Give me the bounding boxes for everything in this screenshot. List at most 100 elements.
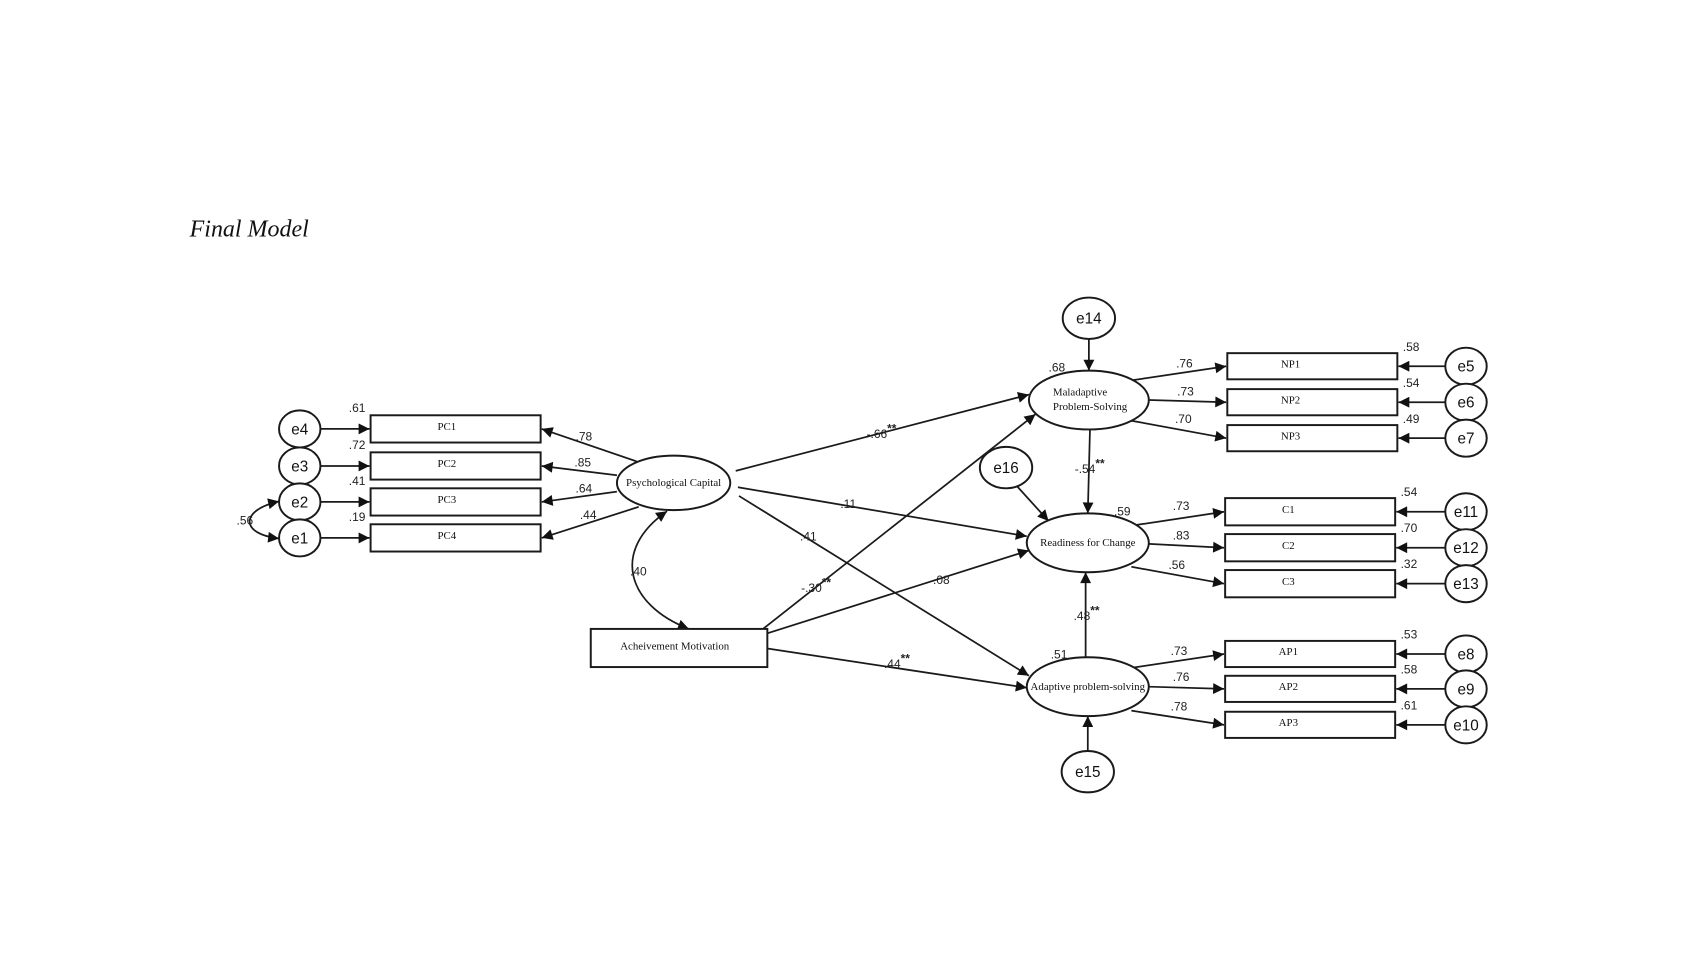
indicator-label-ap2: AP2 (1279, 681, 1298, 693)
r2-value-np2: .54 (1403, 376, 1420, 390)
r2-value-pc3: .41 (349, 474, 366, 488)
error-label-e2: e2 (291, 494, 308, 511)
r2-value-maladaptive: .68 (1049, 361, 1066, 375)
loading-value-c1: .73 (1173, 499, 1190, 513)
loading-value-np2: .73 (1177, 385, 1194, 399)
loading-edge-np1 (1131, 362, 1227, 382)
indicator-label-c2: C2 (1282, 540, 1295, 552)
error-label-e12: e12 (1453, 540, 1478, 557)
indicator-box-c1 (1224, 497, 1397, 527)
r2-value-readiness: .59 (1114, 505, 1131, 519)
indicator-box-c3 (1224, 569, 1397, 599)
edges-layer (248, 337, 1446, 751)
r2-value-adaptive: .51 (1051, 647, 1068, 661)
loading-edge-c1 (1133, 507, 1225, 527)
loading-edge-pc4 (541, 506, 639, 540)
path-achievement-to-adaptive (767, 647, 1027, 692)
observed-label-achievement-motivation: Acheivement Motivation (620, 641, 730, 653)
observed-achievement-motivation (589, 627, 769, 669)
error-label-e11: e11 (1454, 504, 1478, 521)
indicator-label-pc2: PC2 (438, 458, 457, 470)
indicator-box-np2 (1226, 388, 1399, 417)
path-coef-psychological-capital-to-adaptive-problem-solving: .41 (800, 530, 817, 544)
figure-title: Final Model (189, 217, 309, 243)
loading-value-np3: .70 (1175, 412, 1192, 426)
error-label-e1: e1 (291, 530, 308, 547)
loading-edge-c3 (1131, 565, 1225, 588)
loading-value-pc2: .85 (574, 456, 591, 470)
indicator-label-pc1: PC1 (438, 421, 457, 433)
loading-edge-pc1 (541, 427, 640, 463)
error-label-e10: e10 (1453, 717, 1478, 734)
loading-edge-c2 (1148, 541, 1225, 553)
loading-edge-ap3 (1131, 709, 1225, 729)
error-term-e13 (1444, 564, 1488, 604)
path-coef-psychological-capital-to-maladaptive-problem-solving: -.66** (867, 422, 897, 441)
r2-value-np1: .58 (1403, 340, 1420, 354)
path-coef-acheivement-motivation-to-adaptive-problem-solving: .44** (884, 652, 910, 671)
error-label-e13: e13 (1453, 576, 1478, 593)
loading-edge-np3 (1131, 419, 1227, 442)
indicator-label-c1: C1 (1282, 504, 1295, 516)
disturbance-e16 (978, 445, 1034, 490)
indicator-box-pc3 (369, 487, 542, 517)
loading-value-pc1: .78 (576, 429, 593, 443)
r2-value-ap3: .61 (1401, 699, 1418, 713)
latent-adaptive-problem-solving (1025, 656, 1150, 718)
r2-value-c1: .54 (1401, 485, 1418, 499)
disturbance-label-e14: e14 (1076, 311, 1102, 328)
latent-readiness-for-change (1025, 512, 1150, 574)
covariance-value-e2-e1: .56 (237, 513, 254, 527)
loading-value-np1: .76 (1176, 356, 1193, 370)
indicator-box-ap1 (1224, 639, 1397, 669)
path-coef-adaptive-problem-solving-to-readiness-for-change: .48** (1074, 604, 1100, 623)
indicator-box-c2 (1224, 533, 1397, 563)
disturbance-label-e15: e15 (1075, 764, 1100, 781)
disturbance-e15 (1060, 750, 1115, 794)
indicator-label-np1: NP1 (1281, 358, 1300, 370)
indicator-box-np1 (1226, 352, 1399, 381)
error-label-e4: e4 (291, 421, 308, 438)
covariance-value-psycap-achievement: .40 (630, 565, 647, 579)
path-achievement-to-readiness (767, 548, 1030, 635)
path-coef-psychological-capital-to-readiness-for-change: .11 (840, 497, 856, 511)
indicator-label-pc4: PC4 (438, 530, 457, 542)
r2-value-c2: .70 (1401, 521, 1418, 535)
loading-edge-pc2 (541, 461, 618, 477)
indicator-box-pc1 (369, 414, 542, 444)
indicator-label-c3: C3 (1282, 576, 1295, 588)
path-e16-to-readiness (1016, 485, 1050, 522)
path-psycap-to-adaptive (738, 495, 1030, 677)
disturbance-e14 (1061, 296, 1117, 340)
r2-value-np3: .49 (1403, 412, 1420, 426)
loading-edge-np2 (1148, 396, 1227, 408)
path-achievement-to-maladaptive (762, 413, 1037, 630)
indicator-box-pc2 (369, 451, 542, 481)
disturbance-label-e16: e16 (993, 460, 1018, 477)
indicator-box-ap3 (1224, 710, 1397, 739)
r2-value-pc1: .61 (349, 401, 366, 415)
r2-value-ap1: .53 (1401, 628, 1418, 642)
error-label-e7: e7 (1458, 431, 1475, 448)
error-label-e6: e6 (1458, 395, 1475, 412)
latent-label-readiness-for-change: Readiness for Change (1040, 537, 1136, 549)
covariance-psycap-achievement (631, 510, 690, 631)
loading-value-c3: .56 (1168, 558, 1185, 572)
indicator-label-ap3: AP3 (1279, 717, 1299, 729)
loading-value-ap1: .73 (1171, 644, 1188, 658)
labels-layer: .78.61.85.72.64.41.44.19.76.58.73.54.70.… (237, 340, 1420, 714)
indicator-box-np3 (1226, 424, 1399, 453)
error-term-e10 (1444, 705, 1488, 745)
loading-value-pc4: .44 (580, 508, 597, 522)
loading-value-pc3: .64 (576, 482, 593, 496)
indicator-box-pc4 (369, 523, 542, 553)
loading-value-ap3: .78 (1171, 700, 1188, 714)
r2-value-pc2: .72 (349, 438, 366, 452)
error-label-e5: e5 (1458, 359, 1475, 376)
latent-psychological-capital (615, 454, 732, 512)
loading-edge-ap1 (1129, 650, 1225, 670)
path-coef-acheivement-motivation-to-maladaptive-problem-solving: -.30** (801, 575, 831, 594)
